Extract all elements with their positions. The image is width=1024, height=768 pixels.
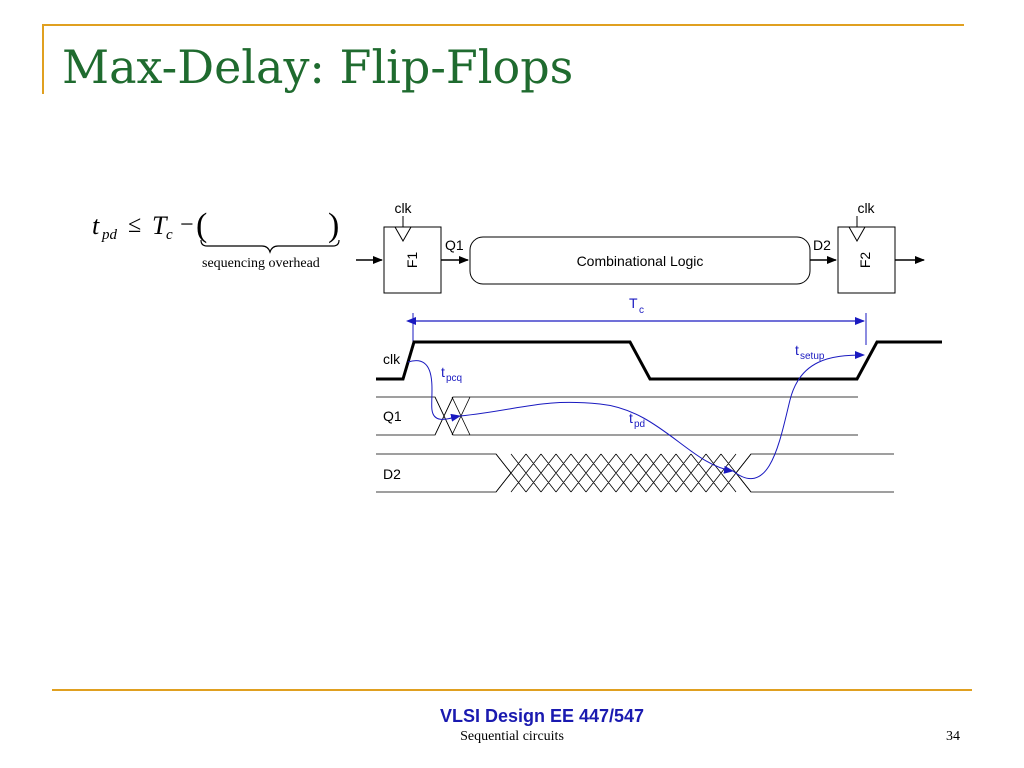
d2-waveform: [376, 453, 894, 493]
combinational-logic-label: Combinational Logic: [577, 253, 704, 269]
q1-label: Q1: [445, 237, 464, 253]
timing-diagram: T c clk Q1 D2 t pcq t pd t setup: [376, 295, 942, 493]
eq-T: T: [152, 211, 168, 240]
eq-le: ≤: [128, 212, 141, 238]
tsetup-path: [732, 351, 865, 479]
f1-clk-label: clk: [394, 200, 412, 216]
eq-lparen: (: [196, 207, 207, 244]
tsetup-label-sub: setup: [800, 351, 825, 362]
tc-label-sub: c: [639, 305, 644, 316]
underbrace: [200, 239, 340, 254]
tpcq-label: t: [441, 364, 445, 380]
clk-waveform: [376, 340, 942, 381]
eq-T-sub: c: [166, 227, 173, 243]
flip-flop-f2: [837, 226, 896, 294]
flip-flop-f1: [383, 226, 442, 294]
f2-clock-triangle: [848, 226, 866, 243]
f2-clk-label: clk: [857, 200, 875, 216]
bottom-rule: [52, 689, 972, 691]
tpd-label: t: [629, 410, 633, 426]
left-rule: [42, 24, 44, 94]
max-delay-equation: t pd ≤ T c − ( ) sequencing overhead: [92, 207, 340, 271]
d2-signal-label: D2: [383, 466, 401, 482]
eq-minus: −: [180, 212, 194, 238]
tpcq-label-sub: pcq: [446, 373, 462, 384]
page-number: 34: [946, 729, 960, 744]
footer-course: VLSI Design EE 447/547: [439, 706, 645, 726]
f1-label: F1: [404, 252, 420, 269]
eq-rparen: ): [328, 207, 339, 244]
circuit-diagram: clk F1 Q1 Combinational Logic D2 clk F2: [356, 200, 925, 294]
eq-t: t: [92, 211, 100, 240]
eq-brace-label: sequencing overhead: [202, 256, 320, 271]
tpcq-path: [407, 360, 461, 422]
footer-topic: Sequential circuits: [460, 729, 564, 744]
tc-label: T: [629, 295, 638, 311]
tpd-label-sub: pd: [634, 419, 645, 430]
eq-t-sub: pd: [101, 227, 118, 243]
clk-signal-label: clk: [383, 351, 401, 367]
slide-title: Max-Delay: Flip-Flops: [62, 40, 574, 94]
top-rule: [42, 24, 964, 26]
f1-clock-triangle: [394, 226, 412, 243]
d2-label: D2: [813, 237, 831, 253]
q1-signal-label: Q1: [383, 408, 402, 424]
tpd-path: [459, 401, 734, 474]
tsetup-label: t: [795, 342, 799, 358]
f2-label: F2: [857, 252, 873, 269]
